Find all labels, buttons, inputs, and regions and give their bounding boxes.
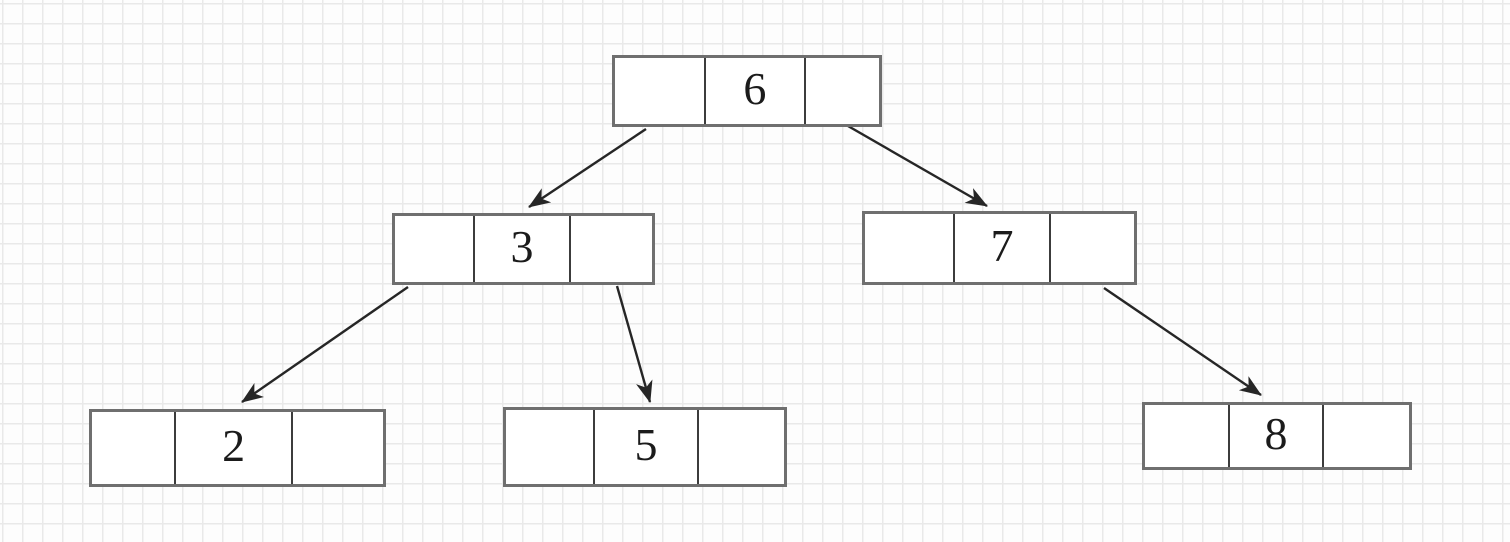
value-cell: 5 xyxy=(593,410,697,484)
node-value: 2 xyxy=(222,420,246,471)
edge-7-8 xyxy=(1103,287,1262,396)
tree-node-2: 2 xyxy=(89,409,386,487)
right-pointer-cell xyxy=(1048,214,1134,282)
node-value: 3 xyxy=(510,221,534,272)
value-cell: 6 xyxy=(703,58,804,124)
node-value: 6 xyxy=(743,63,767,114)
left-pointer-cell xyxy=(395,216,473,282)
right-pointer-cell xyxy=(696,410,784,484)
right-pointer-cell xyxy=(568,216,652,282)
edge-3-5 xyxy=(615,285,653,403)
value-cell: 7 xyxy=(953,214,1049,282)
tree-node-5: 5 xyxy=(503,407,787,487)
tree-node-8: 8 xyxy=(1142,402,1412,470)
tree-node-3: 3 xyxy=(392,213,655,285)
right-pointer-cell xyxy=(290,412,383,484)
value-cell: 8 xyxy=(1228,405,1322,467)
edge-6-7 xyxy=(847,124,988,208)
left-pointer-cell xyxy=(1145,405,1228,467)
right-pointer-cell xyxy=(803,58,879,124)
left-pointer-cell xyxy=(92,412,174,484)
left-pointer-cell xyxy=(865,214,953,282)
tree-node-7: 7 xyxy=(862,211,1137,285)
right-pointer-cell xyxy=(1321,405,1409,467)
node-value: 7 xyxy=(990,220,1014,271)
value-cell: 3 xyxy=(473,216,569,282)
left-pointer-cell xyxy=(506,410,593,484)
node-value: 8 xyxy=(1264,408,1288,459)
left-pointer-cell xyxy=(615,58,704,124)
edge-3-2 xyxy=(241,286,409,403)
tree-node-6: 6 xyxy=(612,55,882,127)
value-cell: 2 xyxy=(174,412,291,484)
node-value: 5 xyxy=(634,419,658,470)
edge-6-3 xyxy=(528,128,647,208)
